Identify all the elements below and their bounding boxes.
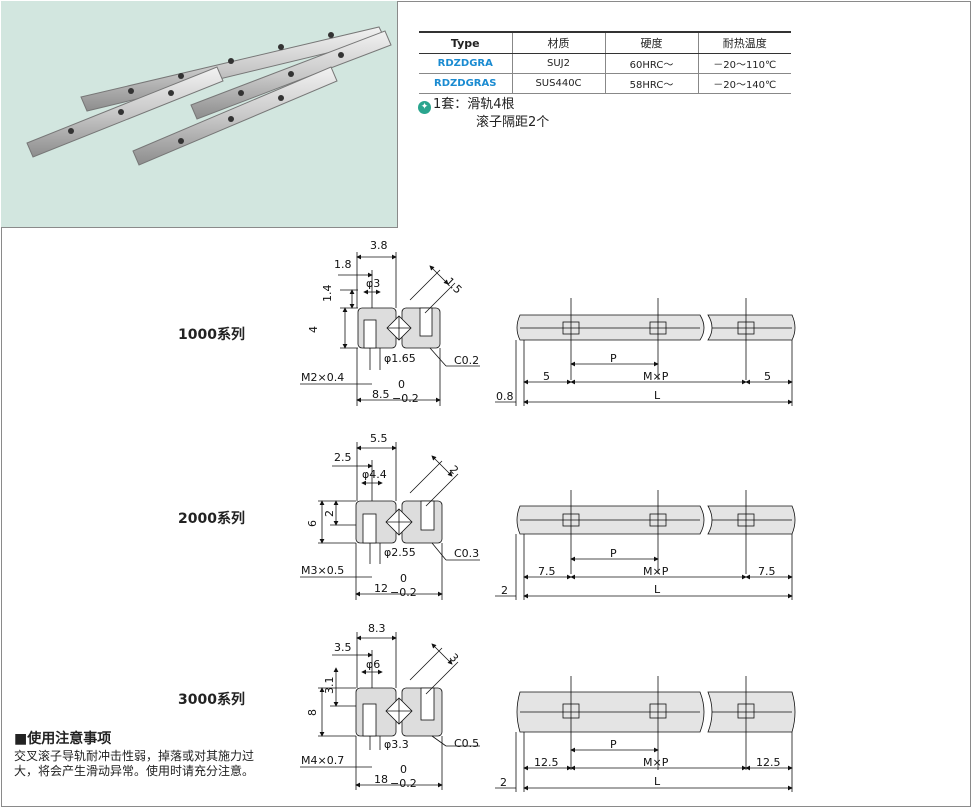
header-type: Type	[419, 31, 512, 54]
dim-mxp: M×P	[643, 370, 669, 383]
dim-d2: φ3.3	[384, 738, 409, 751]
dim-height: 4	[307, 326, 320, 333]
side-view-2000	[495, 490, 796, 600]
dim-height: 8	[306, 709, 319, 716]
dim-tol-lo: −0.2	[392, 392, 419, 405]
hardness: 60HRC～	[604, 53, 698, 74]
dim-d2: φ1.65	[384, 352, 416, 365]
type-code: RDZDGRA	[419, 53, 512, 74]
dim-mxp: M×P	[643, 565, 669, 578]
dim-tol-lo: −0.2	[390, 586, 417, 599]
dim-mxp: M×P	[643, 756, 669, 769]
material: SUS440C	[511, 73, 605, 94]
dim-thread: M2×0.4	[301, 371, 344, 384]
dim-chamfer: C0.5	[454, 737, 479, 750]
dim-end-left: 7.5	[538, 565, 556, 578]
dim-end-left: 5	[543, 370, 550, 383]
caution-heading: ■使用注意事项	[14, 731, 112, 747]
series-label-2000: 2000系列	[178, 511, 245, 527]
dim-tol-hi: 0	[400, 763, 407, 776]
dim-h1: 3.1	[323, 677, 336, 695]
dim-angle: 1.5	[443, 275, 465, 297]
dimension-labels-3000: 8.3 3.5 φ6 3 3.1 8 φ3.3 C0.5 M4×0.7 0 18…	[301, 622, 479, 790]
dim-end-left: 12.5	[534, 756, 559, 769]
dim-pitch: P	[610, 547, 617, 560]
dim-bore: φ3	[366, 277, 380, 290]
rail-2	[26, 66, 224, 158]
header-hardness: 硬度	[604, 31, 698, 54]
dim-width: 8.5	[372, 388, 390, 401]
caution-body: 交叉滚子导轨耐冲击性弱，掉落或对其施力过大，将会产生滑动异常。使用时请充分注意。	[14, 749, 255, 778]
temperature: －20～110℃	[697, 53, 791, 74]
table-row: RDZDGRA SUJ2 60HRC～ －20～110℃	[419, 53, 791, 74]
dim-width-top: 3.8	[370, 239, 388, 252]
cross-section-1000	[300, 252, 480, 406]
cross-section-2000	[300, 442, 480, 600]
series-label-1000: 1000系列	[178, 327, 245, 343]
header-temperature: 耐热温度	[697, 31, 791, 54]
dim-offset: 3.5	[334, 641, 352, 654]
rail-4	[132, 66, 338, 166]
dim-width: 12	[374, 582, 388, 595]
dim-chamfer: C0.2	[454, 354, 479, 367]
dim-angle: 2	[447, 463, 461, 477]
dim-d2: φ2.55	[384, 546, 416, 559]
dim-end-right: 12.5	[756, 756, 781, 769]
dim-width: 18	[374, 773, 388, 786]
dim-h1: 2	[323, 510, 336, 517]
dim-tol-hi: 0	[400, 572, 407, 585]
header-material: 材质	[511, 31, 605, 54]
dim-bore: φ4.4	[362, 468, 387, 481]
dim-bore: φ6	[366, 658, 380, 671]
dim-gap: 2	[501, 584, 508, 597]
product-photo	[1, 1, 398, 228]
dim-length: L	[654, 583, 661, 596]
dim-offset: 2.5	[334, 451, 352, 464]
caution-note: ■使用注意事项 交叉滚子导轨耐冲击性弱，掉落或对其施力过大，将会产生滑动异常。使…	[14, 732, 274, 779]
dim-gap: 0.8	[496, 390, 514, 403]
dim-length: L	[654, 775, 661, 788]
material: SUJ2	[511, 53, 605, 74]
series-label-3000: 3000系列	[178, 692, 245, 708]
set-note-line1: 1套：滑轨4根	[433, 97, 515, 112]
set-note-line2: 滚子隔距2个	[476, 115, 550, 130]
dim-width-top: 5.5	[370, 432, 388, 445]
dim-thread: M3×0.5	[301, 564, 344, 577]
dim-h1: 1.4	[321, 285, 334, 303]
dim-length: L	[654, 389, 661, 402]
lightbulb-icon: ✦	[418, 101, 431, 114]
spec-table: Type 材质 硬度 耐热温度 RDZDGRA SUJ2 60HRC～ －20～…	[419, 31, 791, 94]
cross-section-3000	[300, 632, 480, 790]
side-view-3000	[495, 676, 796, 792]
dim-tol-hi: 0	[398, 378, 405, 391]
dim-chamfer: C0.3	[454, 547, 479, 560]
dim-gap: 2	[500, 776, 507, 789]
dim-height: 6	[306, 520, 319, 527]
side-labels-2000: P 7.5 M×P 7.5 2 L	[501, 547, 776, 597]
dim-end-right: 5	[764, 370, 771, 383]
table-row: RDZDGRAS SUS440C 58HRC～ －20～140℃	[419, 73, 791, 94]
hardness: 58HRC～	[604, 73, 698, 94]
rail-photo-illustration	[26, 26, 392, 166]
dim-thread: M4×0.7	[301, 754, 344, 767]
dim-angle: 3	[447, 651, 461, 665]
side-labels-1000: P 5 M×P 5 0.8 L	[496, 352, 771, 403]
temperature: －20～140℃	[697, 73, 791, 94]
dim-pitch: P	[610, 738, 617, 751]
dim-end-right: 7.5	[758, 565, 776, 578]
dim-tol-lo: −0.2	[390, 777, 417, 790]
type-code: RDZDGRAS	[419, 73, 512, 94]
set-note: ✦1套：滑轨4根 滚子隔距2个	[418, 96, 549, 131]
side-view-1000	[495, 298, 796, 406]
dim-pitch: P	[610, 352, 617, 365]
dim-width-top: 8.3	[368, 622, 386, 635]
dim-offset: 1.8	[334, 258, 352, 271]
side-labels-3000: P 12.5 M×P 12.5 2 L	[500, 738, 781, 789]
spec-header-row: Type 材质 硬度 耐热温度	[419, 31, 791, 54]
